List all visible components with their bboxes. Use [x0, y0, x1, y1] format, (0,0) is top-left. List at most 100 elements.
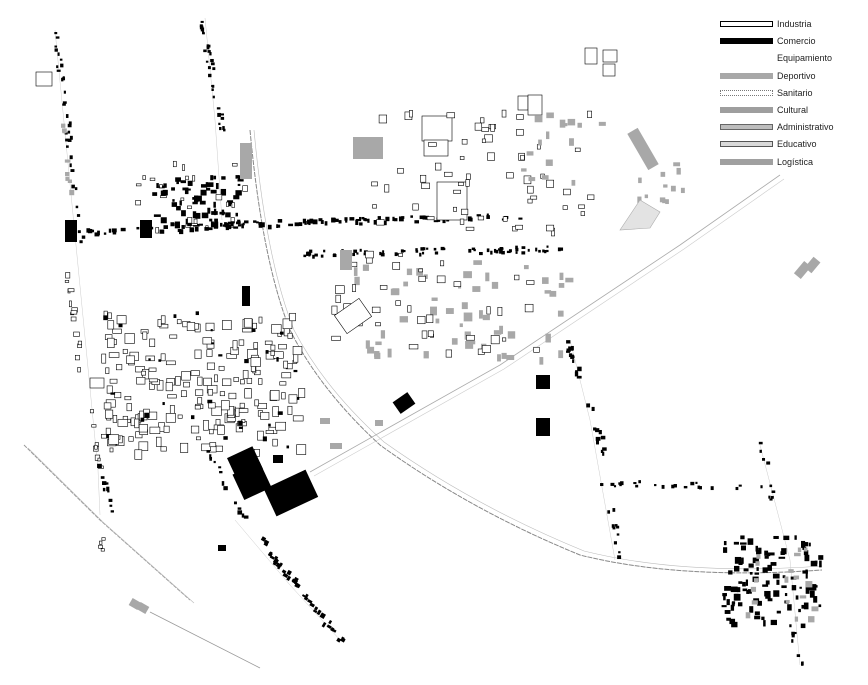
comercio-block: [207, 399, 213, 404]
comercio-block: [352, 252, 356, 257]
logistica-block: [637, 196, 642, 203]
industria-block: [186, 322, 196, 331]
comercio-block: [600, 449, 604, 454]
industria-block: [190, 425, 200, 434]
comercio-block: [59, 58, 63, 61]
industria-block: [584, 47, 598, 65]
comercio-block: [209, 218, 213, 222]
comercio-block: [784, 593, 788, 597]
industria-block: [165, 413, 176, 423]
industria-block: [524, 303, 534, 313]
comercio-block: [279, 331, 284, 335]
comercio-block: [277, 411, 283, 415]
industria-block: [116, 364, 123, 371]
comercio-block: [182, 187, 186, 191]
comercio-block: [195, 212, 201, 219]
comercio-block: [64, 132, 68, 135]
industria-block: [205, 322, 215, 332]
industria-block: [105, 367, 110, 374]
cultural-block: [534, 115, 543, 123]
industria-block: [94, 454, 101, 461]
industria-block: [398, 252, 403, 257]
comercio-block: [607, 510, 611, 514]
industria-block: [562, 205, 568, 210]
comercio-block: [768, 495, 771, 499]
comercio-block: [223, 128, 226, 132]
comercio-block: [600, 435, 606, 440]
industria-block: [477, 215, 485, 221]
comercio-block: [200, 20, 204, 23]
comercio-block: [765, 595, 771, 599]
industria-block: [94, 444, 98, 450]
deportivo-block: [549, 290, 557, 297]
comercio-block: [81, 235, 86, 239]
comercio-block: [282, 572, 289, 579]
comercio-block: [776, 610, 781, 614]
deportivo-block: [559, 272, 564, 281]
comercio-block: [180, 180, 187, 184]
industria-block: [453, 189, 461, 194]
cultural-block: [567, 118, 576, 126]
legend-item-educativo: Educativo: [717, 138, 867, 155]
comercio-block: [373, 220, 378, 225]
comercio-block: [612, 508, 616, 512]
comercio-block: [422, 251, 425, 255]
industria-block: [240, 379, 245, 385]
comercio-block: [210, 329, 213, 332]
comercio-block: [171, 187, 175, 191]
deportivo-block: [463, 271, 472, 279]
industria-block: [160, 353, 166, 362]
industria-block: [187, 217, 193, 224]
comercio-block: [314, 606, 319, 611]
industria-block: [183, 381, 190, 388]
cultural-block: [546, 112, 554, 119]
comercio-block: [209, 458, 212, 461]
industria-block: [107, 337, 115, 348]
deportivo-block: [751, 600, 758, 605]
industria-block: [408, 344, 419, 350]
comercio-block: [661, 484, 665, 489]
legend-item-logistica: Logística: [717, 156, 867, 173]
comercio-block: [195, 311, 199, 316]
comercio-block: [156, 183, 159, 189]
comercio-block: [199, 25, 204, 30]
industria-block: [160, 315, 166, 324]
comercio-block: [276, 224, 279, 228]
comercio-block: [177, 225, 180, 228]
comercio-block: [218, 545, 226, 551]
comercio-block: [309, 218, 314, 224]
swatch-deportivo: [720, 72, 773, 79]
diagonal-road-south: [149, 611, 261, 669]
comercio-block: [276, 224, 281, 228]
comercio-block: [62, 103, 66, 106]
comercio-block: [420, 247, 425, 251]
industria-block: [372, 204, 377, 209]
industria-block: [116, 315, 127, 325]
comercio-block: [471, 247, 476, 250]
comercio-block: [160, 217, 167, 224]
diagonal-avenue: [309, 174, 781, 473]
comercio-block: [762, 567, 768, 573]
deportivo-block: [753, 578, 759, 583]
comercio-block: [153, 214, 161, 217]
comercio-block: [65, 138, 69, 142]
industria-block: [435, 162, 442, 171]
industria-block: [333, 297, 373, 335]
comercio-block: [204, 227, 209, 231]
industria-block: [105, 409, 114, 419]
industria-block: [91, 424, 97, 428]
deportivo-block: [797, 547, 802, 553]
deportivo-block: [523, 265, 529, 270]
industria-block: [270, 344, 276, 351]
industria-block: [533, 346, 540, 353]
industria-block: [458, 182, 464, 186]
industria-block: [106, 385, 113, 394]
comercio-block: [559, 247, 564, 251]
legend-label-sanitario: Sanitario: [777, 87, 813, 98]
deportivo-block: [756, 554, 761, 559]
deportivo-block: [353, 137, 383, 159]
comercio-block: [110, 392, 116, 395]
comercio-block: [242, 222, 245, 226]
comercio-block: [635, 484, 639, 488]
industria-block: [279, 381, 287, 386]
